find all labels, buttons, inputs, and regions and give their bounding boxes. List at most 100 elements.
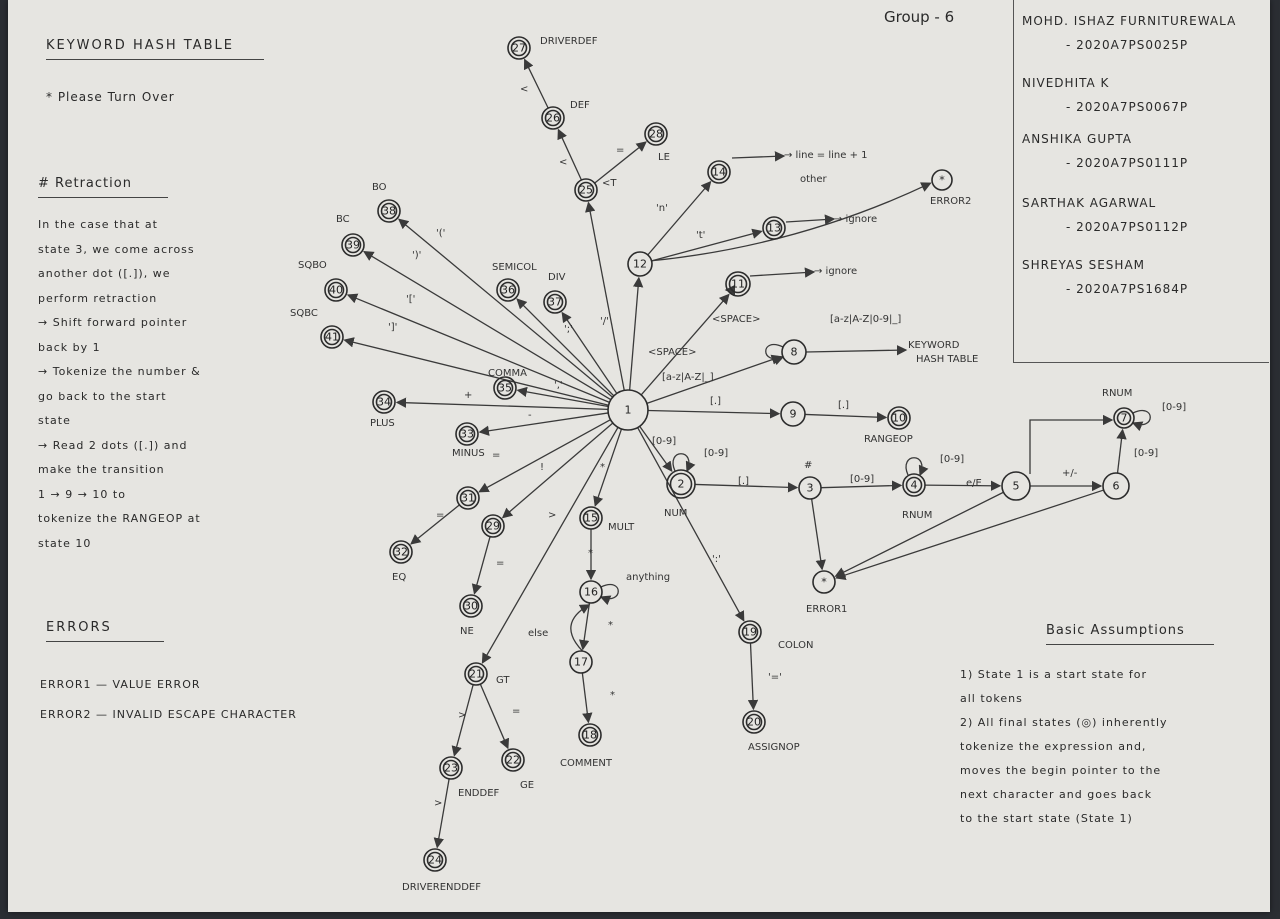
edge-label-gt-21-23: > bbox=[458, 710, 466, 721]
svg-text:21: 21 bbox=[469, 668, 483, 681]
member-id: - 2020A7PS1684P bbox=[1066, 282, 1189, 296]
edge-12-to-14 bbox=[647, 180, 712, 256]
svg-text:37: 37 bbox=[548, 296, 562, 309]
self-loop-4 bbox=[905, 457, 929, 477]
edge-21-to-22 bbox=[479, 683, 510, 750]
label-num: NUM bbox=[664, 508, 687, 519]
edge-label-plus: + bbox=[464, 390, 472, 401]
label-rnum-7: RNUM bbox=[1102, 388, 1132, 399]
assumption-line: 1) State 1 is a start state for bbox=[960, 668, 1148, 681]
state-18: 18 bbox=[578, 723, 602, 747]
label-bo: BO bbox=[372, 182, 387, 193]
edge-6-to-E1 bbox=[835, 489, 1104, 581]
edge-1-to-11 bbox=[640, 293, 730, 396]
edge-label-eq-ge: = bbox=[512, 706, 520, 717]
state-8: 8 bbox=[781, 339, 807, 365]
edge-3-to-4 bbox=[820, 480, 903, 491]
edge-label-identifier-start: [a-z|A-Z|_] bbox=[662, 372, 714, 383]
state-17: 17 bbox=[569, 650, 593, 674]
self-loop-8 bbox=[765, 344, 785, 366]
state-22: 22 bbox=[501, 748, 525, 772]
state-9: 9 bbox=[780, 401, 806, 427]
edge-label-digit-loop: [0-9] bbox=[704, 448, 728, 459]
label-driverdef: DRIVERDEF bbox=[540, 36, 598, 47]
svg-text:32: 32 bbox=[394, 546, 408, 559]
label-sqbc: SQBC bbox=[290, 308, 318, 319]
retraction-line: → Tokenize the number & bbox=[38, 365, 201, 378]
svg-text:15: 15 bbox=[584, 512, 598, 525]
label-error1: ERROR1 bbox=[806, 604, 847, 615]
label-assignop: ASSIGNOP bbox=[748, 742, 800, 753]
edge-label-eq-31-32: = bbox=[436, 510, 444, 521]
edge-label-semicolon: ';' bbox=[564, 324, 573, 335]
edge-label-tab: 't' bbox=[696, 230, 705, 241]
state-32: 32 bbox=[389, 540, 413, 564]
label-comma: COMMA bbox=[488, 368, 527, 379]
member-id: - 2020A7PS0067P bbox=[1066, 100, 1189, 114]
edge-26-to-27 bbox=[523, 58, 549, 109]
label-anything: anything bbox=[626, 572, 670, 583]
svg-text:14: 14 bbox=[712, 166, 726, 179]
member-id: - 2020A7PS0111P bbox=[1066, 156, 1189, 170]
edge-12-to-E2 bbox=[651, 182, 932, 262]
edge-1-to-21 bbox=[481, 427, 619, 664]
assumption-line: all tokens bbox=[960, 692, 1023, 705]
edge-label-div: '/' bbox=[600, 316, 609, 327]
retraction-line: → Read 2 dots ([.]) and bbox=[38, 438, 188, 452]
edge-5-to-7 bbox=[1029, 414, 1114, 474]
edge-label-digit-start: [0-9] bbox=[652, 436, 676, 447]
edge-label-digit-6-7: [0-9] bbox=[1134, 448, 1158, 459]
edge-13-ignore bbox=[785, 214, 836, 225]
state-3: 3 bbox=[798, 476, 822, 500]
svg-text:19: 19 bbox=[743, 626, 757, 639]
svg-text:40: 40 bbox=[329, 284, 343, 297]
edge-label-identifier-loop: [a-z|A-Z|0-9|_] bbox=[830, 314, 901, 325]
edge-31-to-32 bbox=[410, 504, 460, 545]
edge-1-to-9 bbox=[647, 408, 781, 419]
state-37: 37 bbox=[543, 290, 567, 314]
state-19: 19 bbox=[738, 620, 762, 644]
label-minus: MINUS bbox=[452, 448, 485, 459]
edge-label-lt1: < bbox=[520, 84, 528, 95]
edge-14-line-increment bbox=[731, 151, 786, 162]
member-name: SARTHAK AGARWAL bbox=[1022, 196, 1157, 210]
label-gt: GT bbox=[496, 675, 510, 686]
edge-1-to-34 bbox=[395, 397, 609, 410]
member-name: ANSHIKA GUPTA bbox=[1022, 132, 1132, 146]
label-enddef: ENDDEF bbox=[458, 788, 500, 799]
edge-1-to-31 bbox=[478, 419, 611, 493]
edge-label-star-16-17: * bbox=[608, 620, 613, 631]
label-le: LE bbox=[658, 152, 670, 163]
state-16: 16 bbox=[579, 580, 603, 604]
edge-label-digit-3-4: [0-9] bbox=[850, 474, 874, 485]
edge-label-sqbo: '[' bbox=[406, 294, 415, 305]
retraction-line: another dot ([.]), we bbox=[38, 267, 171, 280]
svg-text:33: 33 bbox=[460, 428, 474, 441]
self-loop-2 bbox=[672, 453, 696, 473]
state-39: 39 bbox=[341, 233, 365, 257]
edge-12-to-13 bbox=[651, 228, 763, 262]
edge-label-line-increment: → line = line + 1 bbox=[784, 150, 868, 161]
svg-text:29: 29 bbox=[486, 520, 500, 533]
edge-19-to-20 bbox=[747, 642, 759, 711]
label-plus: PLUS bbox=[370, 418, 395, 429]
svg-text:39: 39 bbox=[346, 239, 360, 252]
edge-5-to-E1 bbox=[834, 491, 1004, 577]
label-driverenddef: DRIVERENDDEF bbox=[402, 882, 481, 893]
label-def: DEF bbox=[570, 100, 590, 111]
svg-text:24: 24 bbox=[428, 854, 442, 867]
member-id: - 2020A7PS0025P bbox=[1066, 38, 1189, 52]
label-sqbo: SQBO bbox=[298, 260, 327, 271]
member-id: - 2020A7PS0112P bbox=[1066, 220, 1189, 234]
state-24: 24 bbox=[423, 848, 447, 872]
edge-2-to-3 bbox=[694, 482, 799, 493]
label-ne: NE bbox=[460, 626, 474, 637]
state-13: 13 bbox=[762, 216, 786, 240]
svg-text:3: 3 bbox=[807, 482, 814, 495]
edge-1-to-2 bbox=[639, 425, 673, 473]
edge-23-to-24 bbox=[433, 778, 450, 849]
member-name: MOHD. ISHAZ FURNITUREWALA bbox=[1022, 14, 1237, 28]
state-20: 20 bbox=[742, 710, 766, 734]
state-23: 23 bbox=[439, 756, 463, 780]
edge-label-star-1-15: * bbox=[600, 462, 605, 473]
